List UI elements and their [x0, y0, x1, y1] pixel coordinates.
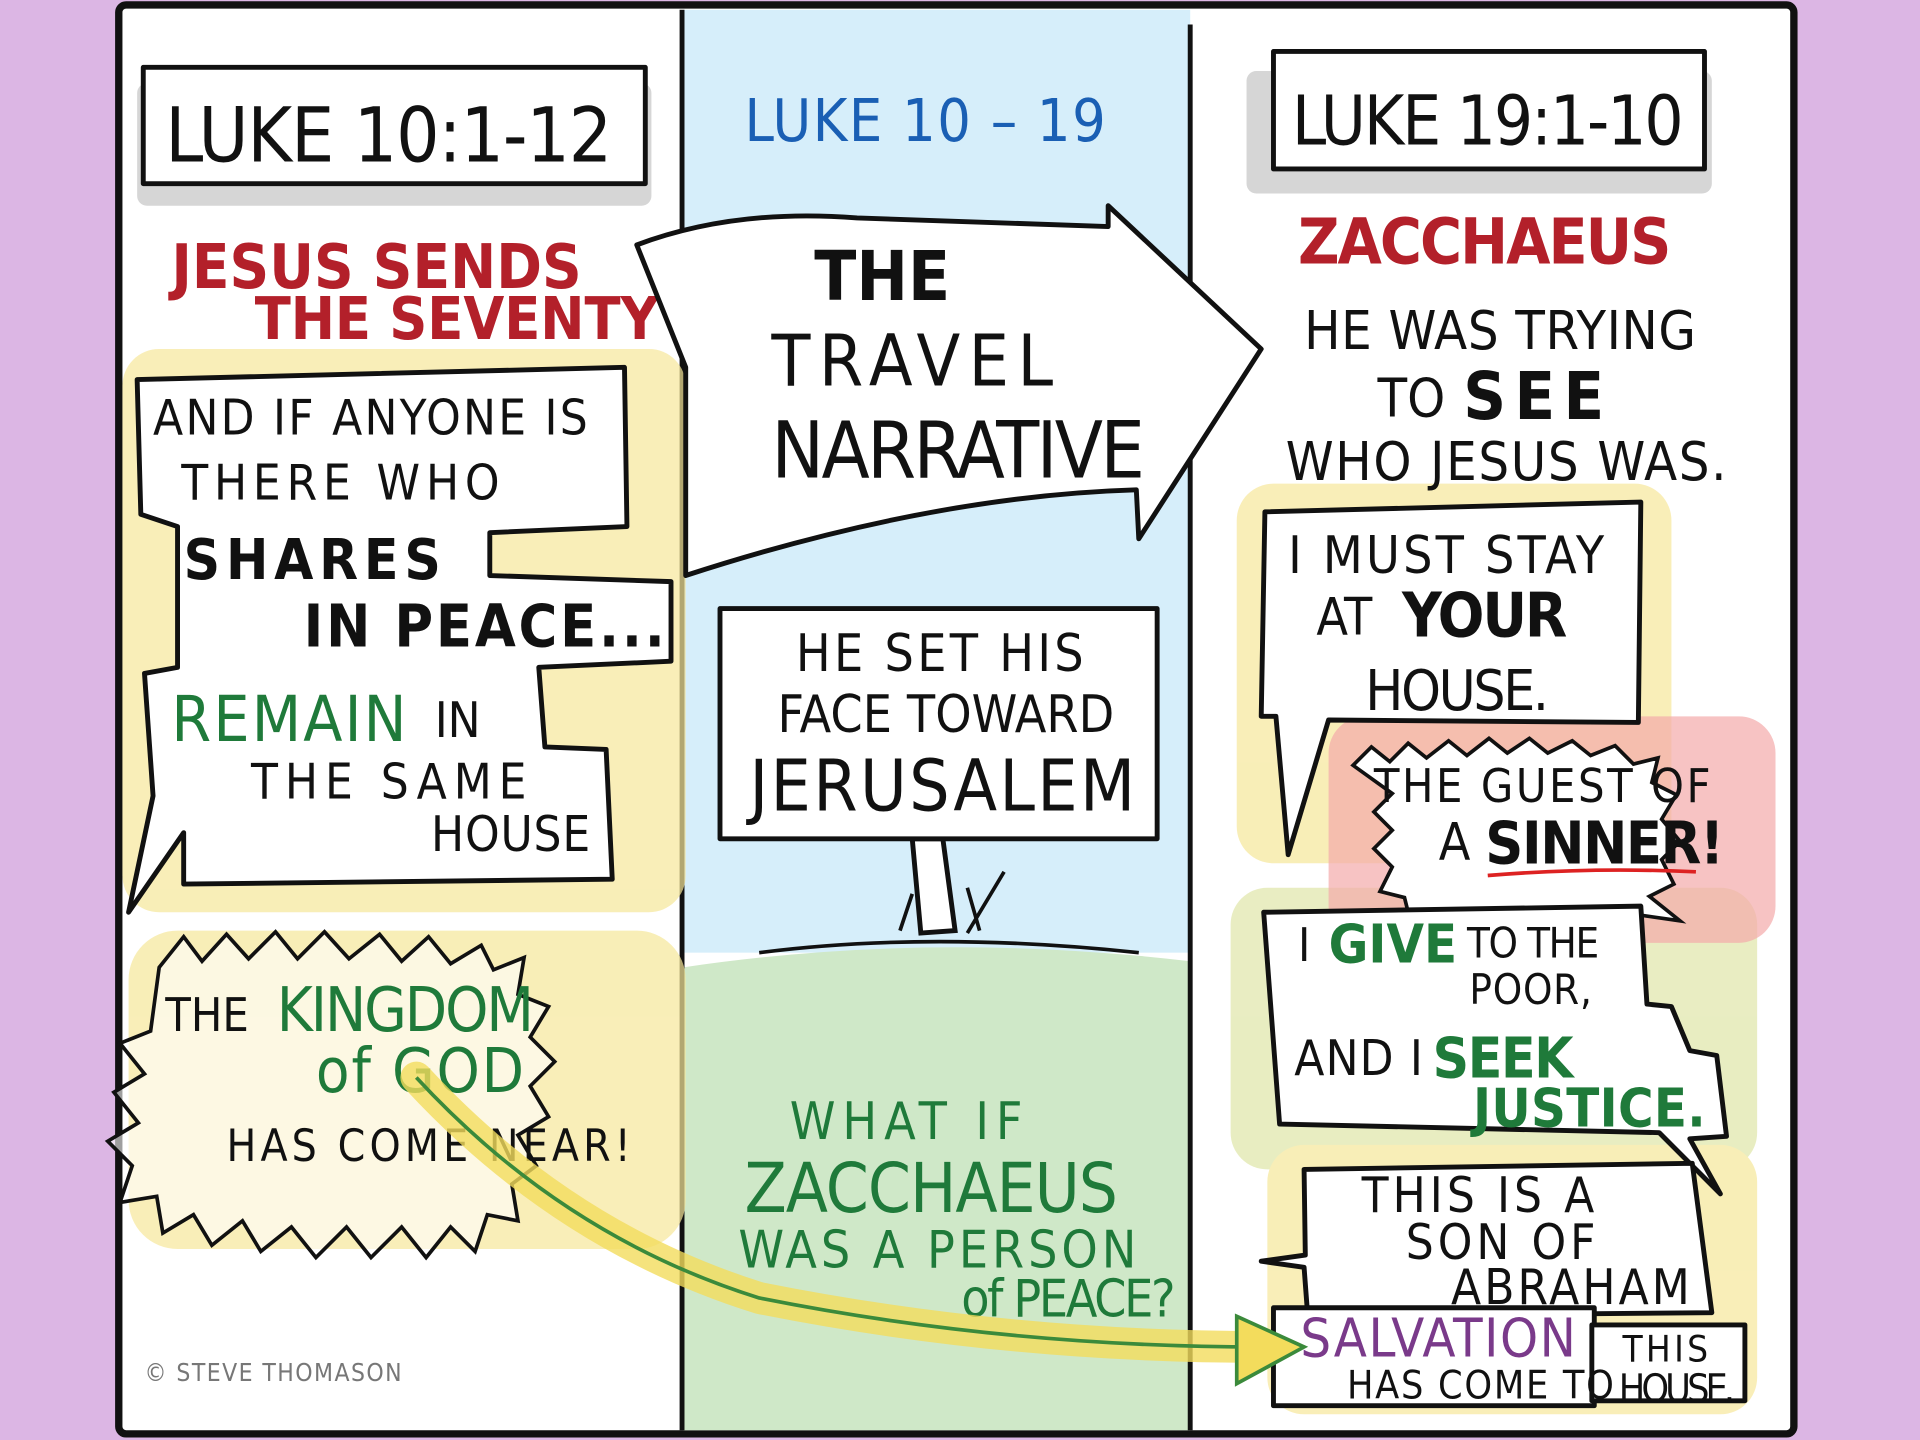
give-bubble: [1261, 903, 1729, 1197]
arrow-head-icon: [1234, 1313, 1309, 1387]
sign-line2: FACE TOWARD: [778, 685, 1115, 745]
travel-narrative-arrow: [634, 203, 1264, 578]
left-reference: LUKE 10:1-12: [165, 92, 612, 180]
salvation-line3b: HOUSE.: [1619, 1367, 1735, 1412]
give-line4: JUSTICE.: [1470, 1077, 1706, 1140]
stay-line1: I MUST STAY: [1288, 526, 1605, 586]
salvation-line3a: THIS: [1621, 1328, 1708, 1371]
guest-line2b: SINNER!: [1485, 808, 1724, 877]
son-line2: SON OF: [1406, 1214, 1596, 1271]
bubble-line5b: IN: [435, 692, 481, 749]
intro-line1: HE WAS TRYING: [1304, 299, 1696, 362]
intro-line2b: SEE: [1463, 358, 1604, 435]
give-line3b: SEEK: [1433, 1027, 1576, 1092]
bubble-line6: THE SAME: [250, 753, 527, 810]
question-line1: WHAT IF: [790, 1092, 1023, 1152]
stay-line3: HOUSE.: [1365, 659, 1549, 724]
right-reference-box: [1271, 48, 1707, 172]
sign-board: [717, 606, 1160, 842]
question-line2: ZACCHAEUS: [744, 1149, 1117, 1229]
credit: © STEVE THOMASON: [144, 1358, 401, 1387]
sinner-underline: [1487, 868, 1697, 878]
intro-line2a: TO: [1377, 366, 1446, 429]
question-line3: WAS A PERSON: [738, 1220, 1136, 1280]
salvation-line2: HAS COME TO: [1347, 1363, 1614, 1408]
shares-in-peace-bubble: [126, 364, 674, 915]
arrow-line1: THE: [814, 237, 950, 317]
right-title: ZACCHAEUS: [1298, 205, 1671, 279]
bubble-line3: SHARES: [184, 528, 441, 593]
grass-tuft: [758, 870, 1139, 955]
guest-line2a: A: [1439, 813, 1471, 873]
stay-bubble: [1258, 499, 1644, 858]
right-reference: LUKE 19:1-10: [1292, 81, 1684, 161]
bubble-line5a: REMAIN: [171, 683, 406, 757]
left-title-line1: JESUS SENDS: [167, 232, 581, 303]
give-line2: POOR,: [1469, 965, 1591, 1014]
kingdom-spiky-bubble: [104, 929, 558, 1261]
kingdom-line1a: THE: [164, 988, 248, 1042]
left-reference-box: [140, 64, 648, 187]
bubble-line7: HOUSE: [431, 806, 590, 863]
salvation-box-tail: [1589, 1322, 1748, 1404]
middle-reference: LUKE 10 – 19: [744, 86, 1105, 155]
bubble-line2: THERE WHO: [180, 455, 499, 512]
bubble-line4: IN PEACE...: [304, 592, 665, 661]
kingdom-to-salvation-arrow-outline: [414, 1076, 1262, 1349]
salvation-line1: SALVATION: [1300, 1307, 1576, 1370]
stay-line2a: AT: [1316, 587, 1373, 647]
kingdom-line3: HAS COME NEAR!: [227, 1121, 631, 1172]
guest-spiky-bubble: [1350, 736, 1687, 940]
give-line1a: I: [1298, 918, 1310, 972]
kingdom-line1b: KINGDOM: [277, 975, 534, 1046]
give-line1b: GIVE: [1329, 912, 1458, 975]
bubble-line1: AND IF ANYONE IS: [153, 390, 588, 447]
sign-line1: HE SET HIS: [796, 624, 1084, 684]
guest-line1: THE GUEST OF: [1373, 759, 1711, 813]
stay-line2b: YOUR: [1401, 581, 1567, 652]
arrow-line3: NARRATIVE: [771, 406, 1144, 497]
son-bubble: [1258, 1160, 1715, 1319]
left-title-line2: THE SEVENTY: [255, 284, 660, 353]
sign-line3: JERUSALEM: [745, 745, 1135, 828]
intro-line3: WHO JESUS WAS.: [1286, 430, 1727, 493]
give-line1c: TO THE: [1466, 919, 1599, 968]
